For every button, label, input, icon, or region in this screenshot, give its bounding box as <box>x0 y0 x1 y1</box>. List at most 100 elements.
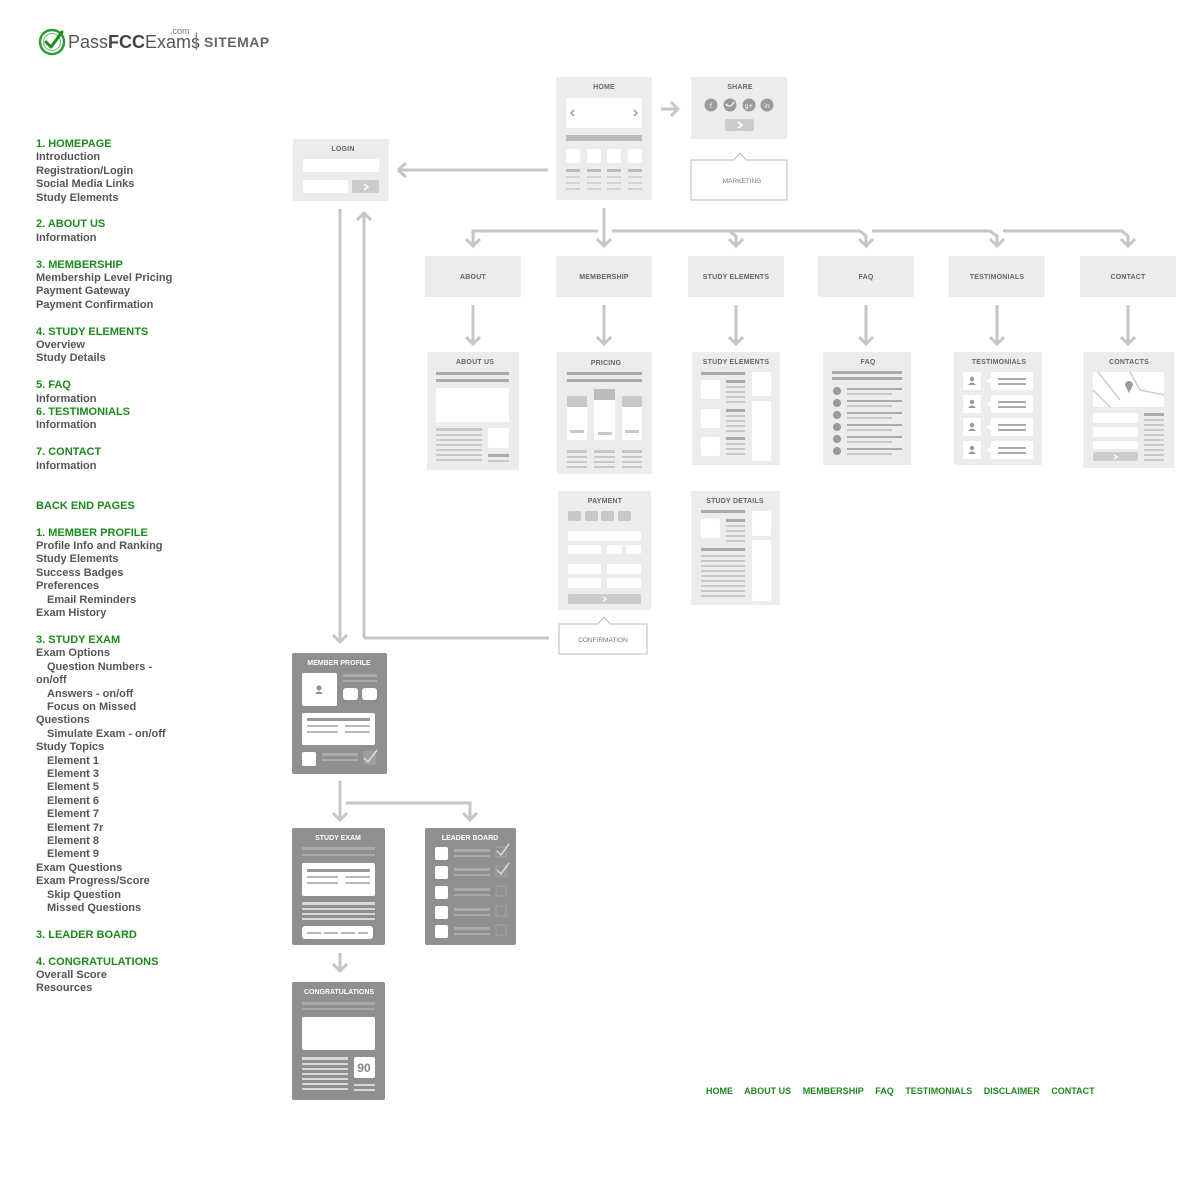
footer-link-membership[interactable]: MEMBERSHIP <box>802 1086 864 1096</box>
page-home[interactable]: HOME <box>556 77 652 200</box>
page-confirmation[interactable]: CONFIRMATION <box>558 616 648 655</box>
outline-item: Element 3 <box>47 767 99 780</box>
outline-item: Questions <box>36 714 90 727</box>
footer-link-faq[interactable]: FAQ <box>875 1086 894 1096</box>
arrow-right-icon <box>737 121 744 129</box>
page-payment[interactable]: PAYMENT <box>558 491 651 610</box>
outline-heading: 4. CONGRATULATIONS <box>36 955 159 968</box>
footer-nav: HOME ABOUT US MEMBERSHIP FAQ TESTIMONIAL… <box>706 1086 1104 1096</box>
brand-logo[interactable]: PassFCCExams .com | SITEMAP <box>38 26 278 58</box>
page-marketing[interactable]: MARKETING <box>690 152 788 201</box>
page-leader-board[interactable]: LEADER BOARD <box>425 828 516 945</box>
page-study-exam[interactable]: STUDY EXAM <box>292 828 385 945</box>
user-icon <box>968 376 976 454</box>
svg-text:CONTACT: CONTACT <box>1110 274 1146 281</box>
outline-item: Success Badges <box>36 566 124 579</box>
outline-item: Element 7r <box>47 821 104 834</box>
nav-row: ABOUT MEMBERSHIP STUDY ELEMENTS FAQ TEST… <box>425 256 1176 297</box>
page-contacts-label: CONTACTS <box>1109 359 1149 366</box>
page-congratulations[interactable]: CONGRATULATIONS 90 <box>292 982 385 1100</box>
outline-item: Overall Score <box>36 969 107 982</box>
outline-heading: 3. LEADER BOARD <box>36 928 137 941</box>
page-study-details-label: STUDY DETAILS <box>706 498 764 505</box>
footer-link-contact[interactable]: CONTACT <box>1051 1086 1095 1096</box>
checkmark-icon <box>363 749 378 764</box>
page-marketing-label: MARKETING <box>723 178 762 185</box>
footer-link-home[interactable]: HOME <box>706 1086 733 1096</box>
page-share[interactable]: SHARE f g+ in <box>691 77 787 139</box>
facebook-icon <box>704 98 718 112</box>
arrow-home-down <box>595 208 613 249</box>
page-faq-label: FAQ <box>861 359 876 366</box>
outline-item: Answers - on/off <box>47 687 134 700</box>
outline-item: Preferences <box>36 580 99 593</box>
page-title: SITEMAP <box>204 34 270 50</box>
nav-about[interactable]: ABOUT <box>425 256 521 297</box>
outline-heading: 6. TESTIMONIALS <box>36 406 131 419</box>
outline-item: Payment Confirmation <box>36 298 154 311</box>
twitter-icon <box>723 98 737 112</box>
outline-item: on/off <box>36 674 67 687</box>
outline-heading: 2. ABOUT US <box>36 218 106 231</box>
arrow-testimonials <box>988 305 1006 347</box>
arrow-contact <box>1119 305 1137 347</box>
page-study-details[interactable]: STUDY DETAILS <box>691 491 780 605</box>
svg-text:g+: g+ <box>745 103 754 110</box>
nav-study-elements[interactable]: STUDY ELEMENTS <box>688 256 784 297</box>
outline-item: Simulate Exam - on/off <box>47 727 166 740</box>
nav-contact[interactable]: CONTACT <box>1080 256 1176 297</box>
outline-item: Resources <box>36 982 93 995</box>
outline-item: Introduction <box>36 151 101 164</box>
page-about-us[interactable]: ABOUT US <box>427 352 519 470</box>
page-pricing[interactable]: PRICING <box>557 352 652 474</box>
outline-item: Information <box>36 231 97 244</box>
outline-item: Question Numbers - <box>47 660 153 673</box>
outline-item: Focus on Missed <box>47 700 137 713</box>
page-study-elements-label: STUDY ELEMENTS <box>703 359 770 366</box>
page-congratulations-label: CONGRATULATIONS <box>304 989 374 996</box>
arrow-exam-to-congrats <box>331 953 349 974</box>
check-circle-logo-icon <box>38 28 66 56</box>
nav-membership[interactable]: MEMBERSHIP <box>556 256 652 297</box>
outline-item: Study Details <box>36 352 106 365</box>
outline-item: Registration/Login <box>36 164 134 177</box>
svg-text:ABOUT: ABOUT <box>460 274 486 281</box>
header-separator: | <box>194 30 199 50</box>
page-home-label: HOME <box>593 84 615 91</box>
arrow-confirmation-to-login <box>355 210 549 640</box>
outline-item: Element 6 <box>47 794 99 807</box>
footer-link-testimonials[interactable]: TESTIMONIALS <box>905 1086 973 1096</box>
outline-item: Exam Questions <box>36 861 123 874</box>
outline-heading: 5. FAQ <box>36 379 71 392</box>
outline-item: Information <box>36 419 97 432</box>
outline-item: Study Elements <box>36 553 119 566</box>
footer-link-about-us[interactable]: ABOUT US <box>744 1086 792 1096</box>
page-login[interactable]: LOGIN <box>293 139 389 201</box>
outline-item: Email Reminders <box>47 593 137 606</box>
page-contacts[interactable]: CONTACTS <box>1083 352 1174 468</box>
page-faq[interactable]: FAQ <box>823 352 911 465</box>
arrow-membership <box>595 305 613 347</box>
page-pricing-label: PRICING <box>591 360 622 367</box>
footer-link-disclaimer[interactable]: DISCLAIMER <box>983 1086 1040 1096</box>
outline-item: Membership Level Pricing <box>36 272 173 285</box>
nav-testimonials[interactable]: TESTIMONIALS <box>949 256 1045 297</box>
linkedin-icon <box>760 98 774 112</box>
arrow-login-to-profile <box>331 209 349 645</box>
outline-item: Element 5 <box>47 781 99 794</box>
page-study-elements[interactable]: STUDY ELEMENTS <box>692 352 780 465</box>
brand-name: PassFCCExams <box>68 32 201 52</box>
outline-item: Skip Question <box>47 888 121 901</box>
arrow-study-elements <box>727 305 745 347</box>
outline-item: Element 7 <box>47 808 99 821</box>
map-pin-icon <box>1125 381 1133 393</box>
page-member-profile[interactable]: MEMBER PROFILE <box>292 653 387 774</box>
outline-item: Information <box>36 392 97 405</box>
outline-heading: 3. STUDY EXAM <box>36 633 121 646</box>
arrow-about <box>464 305 482 347</box>
nav-faq[interactable]: FAQ <box>818 256 914 297</box>
page-testimonials[interactable]: TESTIMONIALS <box>954 352 1042 465</box>
svg-text:MEMBERSHIP: MEMBERSHIP <box>579 274 629 281</box>
